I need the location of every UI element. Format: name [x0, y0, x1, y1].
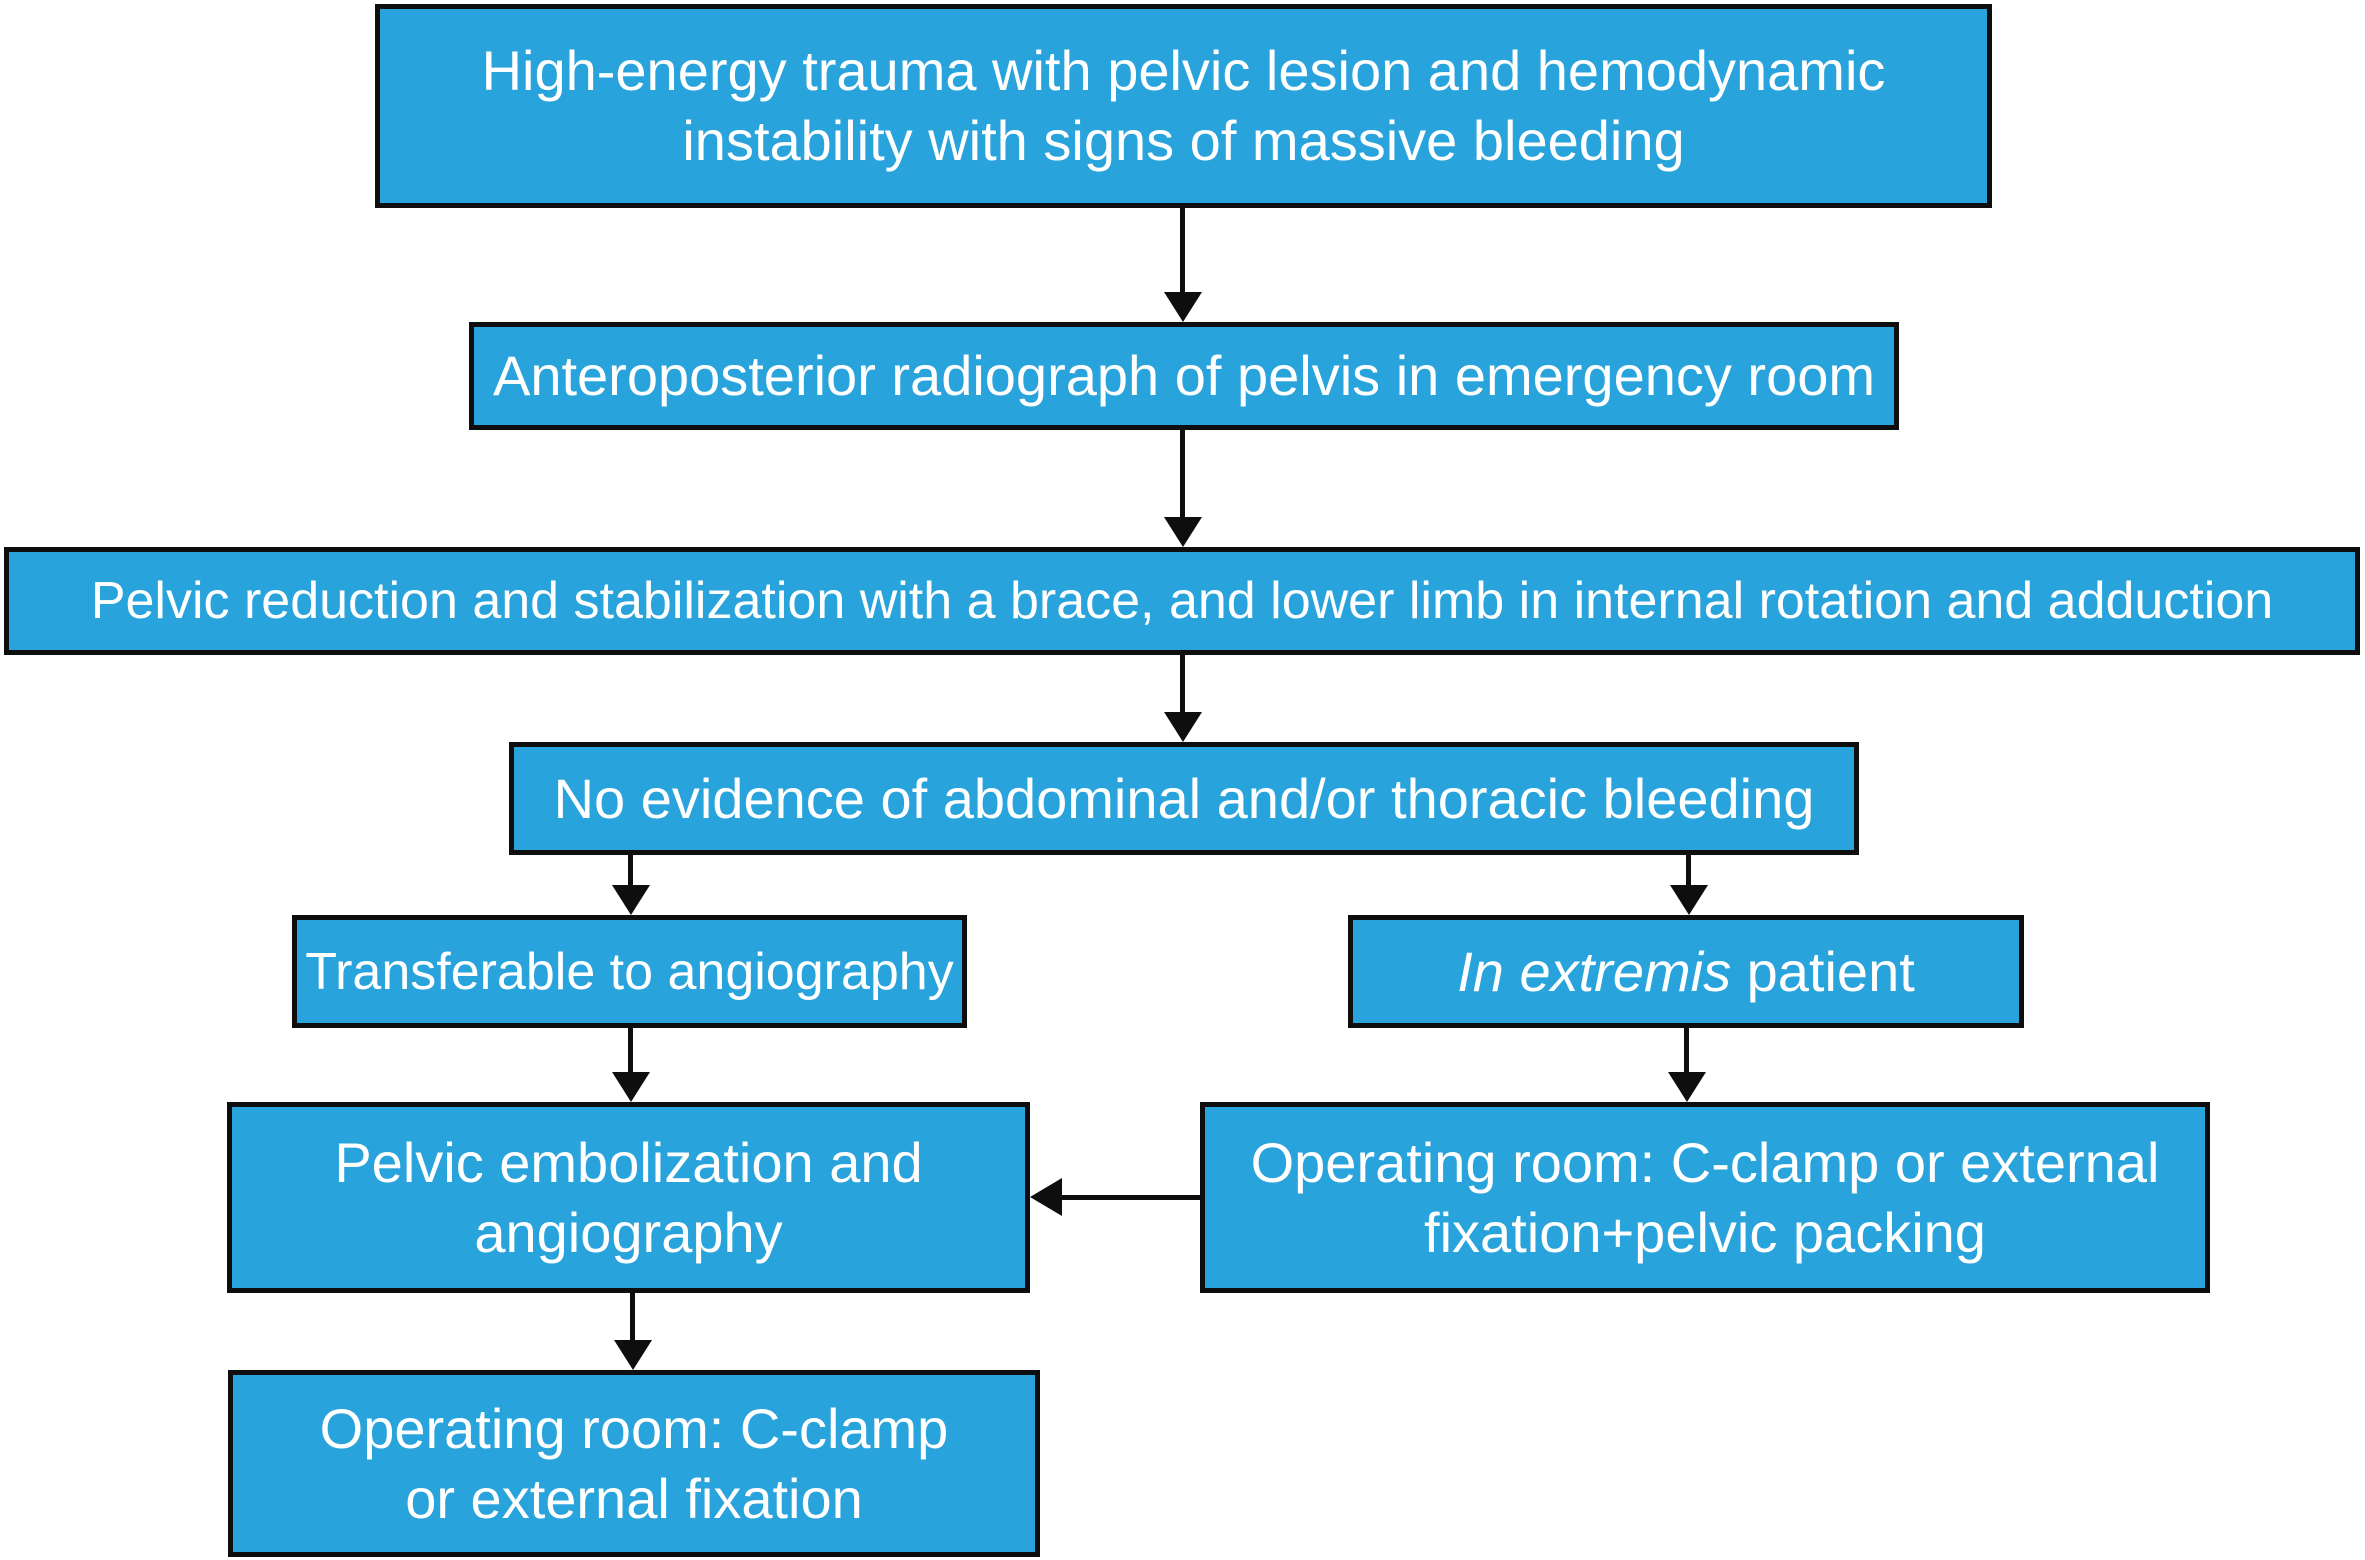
arrow-orpacking-to-embolization-shaft — [1062, 1195, 1200, 1200]
node-label-line: instability with signs of massive bleedi… — [682, 109, 1685, 172]
arrow-inextremis-to-orpacking-shaft — [1684, 1028, 1689, 1072]
node-label-regular-part: patient — [1731, 939, 1915, 1003]
arrow-reduction-to-noevidence-head — [1164, 712, 1202, 742]
arrow-trauma-to-radiograph-shaft — [1180, 208, 1185, 292]
arrow-embolization-to-orfixation-shaft — [630, 1293, 635, 1340]
node-label-line: or external fixation — [405, 1466, 863, 1530]
arrow-reduction-to-noevidence-shaft — [1180, 655, 1185, 712]
node-label-line: Transferable to angiography — [305, 942, 954, 1001]
node-high-energy-trauma: High-energy trauma with pelvic lesion an… — [375, 4, 1992, 208]
node-or-cclamp-fixation: Operating room: C-clamp or external fixa… — [228, 1370, 1040, 1557]
node-label-line: High-energy trauma with pelvic lesion an… — [481, 39, 1886, 102]
node-label-line: Pelvic reduction and stabilization with … — [90, 572, 2274, 630]
node-pelvic-reduction: Pelvic reduction and stabilization with … — [4, 547, 2360, 655]
node-label-line: No evidence of abdominal and/or thoracic… — [553, 766, 1815, 830]
arrow-noevidence-to-inextremis-head — [1670, 885, 1708, 915]
node-or-cclamp-packing: Operating room: C-clamp or external fixa… — [1200, 1102, 2210, 1293]
node-label-line: angiography — [474, 1200, 783, 1264]
arrow-embolization-to-orfixation-head — [614, 1340, 652, 1370]
node-label-line: Anteroposterior radiograph of pelvis in … — [492, 344, 1876, 407]
arrow-radiograph-to-reduction-head — [1164, 517, 1202, 547]
arrow-noevidence-to-transferable-shaft — [628, 855, 633, 885]
arrow-transferable-to-embolization-head — [612, 1072, 650, 1102]
arrow-noevidence-to-inextremis-shaft — [1686, 855, 1691, 885]
node-ap-radiograph: Anteroposterior radiograph of pelvis in … — [469, 322, 1899, 430]
node-label-line: fixation+pelvic packing — [1424, 1200, 1986, 1264]
arrow-inextremis-to-orpacking-head — [1668, 1072, 1706, 1102]
arrow-transferable-to-embolization-shaft — [628, 1028, 633, 1072]
node-label-line: In extremis patient — [1457, 937, 1915, 1007]
node-in-extremis-patient: In extremis patient — [1348, 915, 2024, 1028]
node-label-line: Pelvic embolization and — [334, 1130, 923, 1194]
arrow-radiograph-to-reduction-shaft — [1180, 430, 1185, 517]
node-label-line: Operating room: C-clamp — [319, 1396, 949, 1460]
arrow-trauma-to-radiograph-head — [1164, 292, 1202, 322]
arrow-noevidence-to-transferable-head — [612, 885, 650, 915]
node-label-line: Operating room: C-clamp or external — [1250, 1130, 2160, 1194]
node-transferable-angiography: Transferable to angiography — [292, 915, 967, 1028]
arrow-orpacking-to-embolization-head — [1030, 1178, 1062, 1216]
node-label-italic-part: In extremis — [1457, 939, 1732, 1003]
node-pelvic-embolization: Pelvic embolization and angiography — [227, 1102, 1030, 1293]
node-no-bleeding-evidence: No evidence of abdominal and/or thoracic… — [509, 742, 1859, 855]
